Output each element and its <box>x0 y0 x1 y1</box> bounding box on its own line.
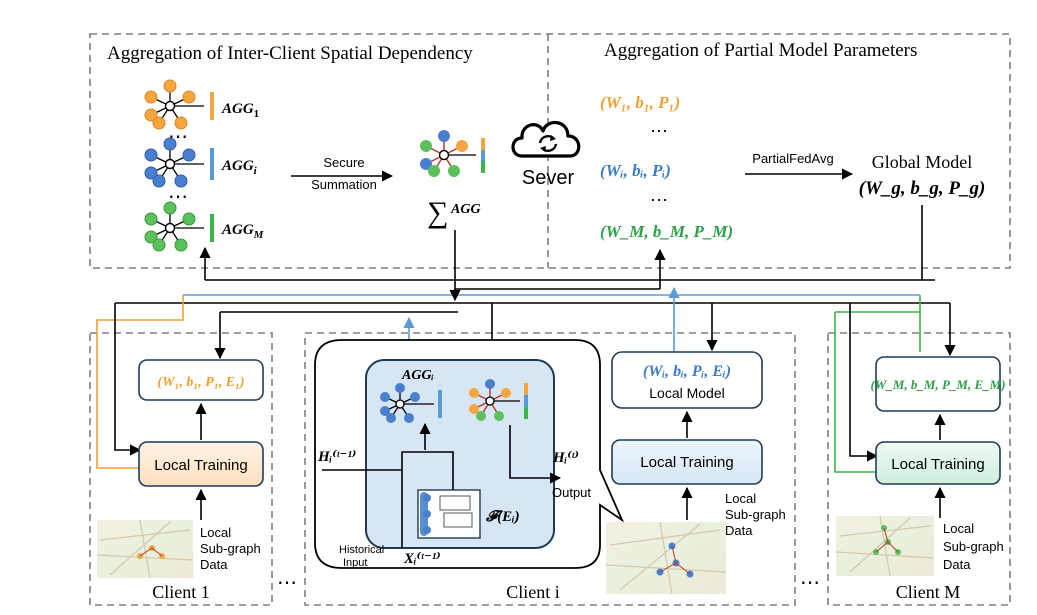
client-i-embedding-module <box>417 489 481 539</box>
client-ellipsis-right: ⋯ <box>800 572 820 594</box>
client-i-local-model-box <box>611 351 763 409</box>
params-client-1: (W₁, b₁, P₁) <box>600 93 680 112</box>
client-m-data-label-3: Data <box>943 557 971 572</box>
server-region: Aggregation of Inter-Client Spatial Depe… <box>89 33 1011 269</box>
client-i-data-label-2: Sub-graph <box>725 507 786 522</box>
client-i-input-label: Input <box>343 557 367 569</box>
client-1: (W₁, b₁, P₁, E₁) Local Training Local Su… <box>96 359 264 602</box>
client-m-green-wire <box>834 312 877 473</box>
client-m-label: Client M <box>896 582 961 602</box>
client-1-local-training-box <box>138 441 264 487</box>
client-1-data-label-3: Data <box>200 557 228 572</box>
client-i-output-wire <box>509 425 562 484</box>
client-i-hidden-input-wire <box>322 451 454 512</box>
client-1-local-training: Local Training <box>154 457 247 474</box>
client-i-aggregated-graph-icon <box>469 379 528 421</box>
client-m-params-box <box>875 356 1001 412</box>
params-client-m: (W_M, b_M, P_M) <box>600 222 733 241</box>
graph-icon-client-m <box>144 201 214 252</box>
client-frames <box>89 332 1011 606</box>
client-m: (W_M, b_M, P_M, E_M) Local Training Loca… <box>835 356 1006 602</box>
client-m-params: (W_M, b_M, P_M, E_M) <box>870 377 1005 392</box>
left-panel-title: Aggregation of Inter-Client Spatial Depe… <box>107 43 473 64</box>
client-i-x-label: Xᵢ⁽ᵗ⁻¹⁾ <box>403 551 441 567</box>
params-dots-upper: ⋯ <box>650 121 668 141</box>
client-1-frame <box>89 332 273 606</box>
client-i-h-next: Hᵢ⁽ᵗ⁾ <box>552 450 579 466</box>
client-1-orange-wire <box>96 295 184 469</box>
client-i-frame <box>304 332 796 606</box>
sum-agg-label: AGG <box>450 202 481 217</box>
client-i-params: (Wᵢ, bᵢ, Pᵢ, Eᵢ) <box>643 363 731 380</box>
client-i-agg-label: AGGᵢ <box>401 368 434 383</box>
client-m-frame <box>827 332 1011 606</box>
client-m-local-training-box <box>875 441 1001 485</box>
client-i-output-label: Output <box>552 485 591 500</box>
graph-icon-client-i <box>144 137 214 188</box>
right-panel-title: Aggregation of Partial Model Parameters <box>604 40 917 61</box>
params-dots-lower: ⋯ <box>650 190 668 210</box>
client-1-params: (W₁, b₁, P₁, E₁) <box>157 375 244 390</box>
secure-label: Secure <box>323 155 364 170</box>
client-ellipsis-left: ⋯ <box>277 572 297 594</box>
client-m-map-image <box>835 515 935 577</box>
client-1-params-box <box>138 359 264 401</box>
server-dashed-frame <box>89 33 1011 269</box>
aggregated-graph-icon <box>420 130 485 177</box>
client-m-download-wire <box>849 303 879 462</box>
client-i-model-block <box>365 359 555 549</box>
sum-symbol: ∑ <box>427 196 448 229</box>
params-client-i: (Wᵢ, bᵢ, Pᵢ) <box>600 161 671 180</box>
client-i-data-label-1: Local <box>725 491 756 506</box>
graph-icon-client-1 <box>144 79 214 130</box>
agg-m-label: AGGM <box>221 222 265 241</box>
client-i-data-label-3: Data <box>725 523 753 538</box>
client-i-historical-label: Historical <box>339 544 384 556</box>
communication-wires <box>96 205 956 473</box>
client-i-map-image <box>605 521 727 595</box>
client-i-local-training: Local Training <box>640 454 733 471</box>
client-1-map-image <box>96 519 194 579</box>
global-model-params: (W_g, b_g, P_g) <box>859 178 986 199</box>
agg-1-label: AGG1 <box>221 101 259 120</box>
client-i-f-label: 𝓕(Eᵢ) <box>485 509 520 525</box>
client-i-label: Client i <box>506 582 560 602</box>
client-1-data-label-1: Local <box>200 525 231 540</box>
client-m-local-training: Local Training <box>891 456 984 473</box>
client-m-data-label-1: Local <box>943 521 974 536</box>
client-1-data-label-2: Sub-graph <box>200 541 261 556</box>
client-i-local-training-box <box>611 439 763 485</box>
client-i-h-prev: Hᵢ⁽ᵗ⁻¹⁾ <box>317 449 356 465</box>
client-i: AGGᵢ Hᵢ⁽ <box>314 339 786 602</box>
client-i-local-graph-icon <box>380 383 442 423</box>
summation-label: Summation <box>311 177 377 192</box>
agg-i-label: AGGi <box>221 158 258 177</box>
client-i-local-model-label: Local Model <box>649 385 725 401</box>
client-1-label: Client 1 <box>152 582 210 602</box>
client-1-download-wire <box>114 303 142 456</box>
cloud-icon <box>511 121 581 158</box>
partialfedavg-label: PartialFedAvg <box>752 151 833 166</box>
client-m-data-label-2: Sub-graph <box>943 539 1004 554</box>
global-model-title: Global Model <box>872 152 973 172</box>
server-label: Sever <box>522 167 575 189</box>
